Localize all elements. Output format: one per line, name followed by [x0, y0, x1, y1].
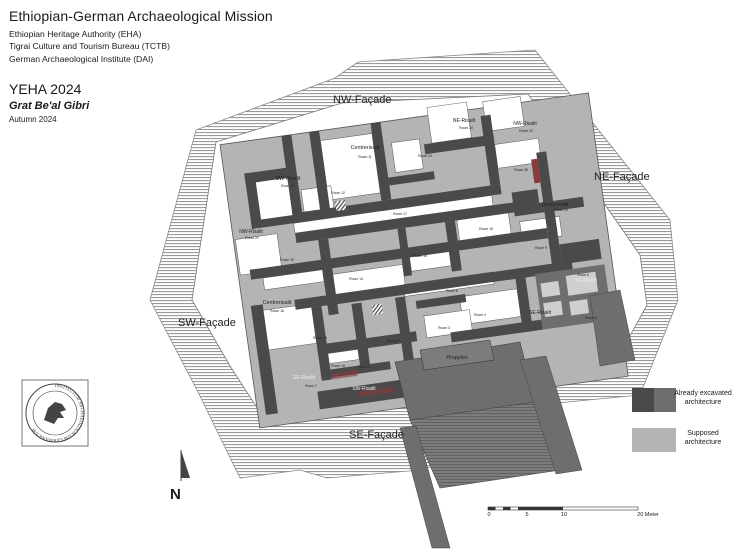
label-se-risalit-bottom: SE-Risalit — [293, 375, 315, 381]
label-room-24: Room 24 — [418, 154, 432, 158]
label-room-15: Room 15 — [479, 227, 493, 231]
label-centrerisalit-right: Centrerisalit — [541, 202, 569, 208]
institution-list: Ethiopian Heritage Authority (EHA) Tigra… — [9, 28, 273, 65]
label-room-2: Room 2 — [387, 339, 399, 343]
facade-se: SE-Façade — [349, 429, 405, 441]
label-room-5: Room 5 — [585, 316, 597, 320]
label-room-22: Room 22 — [519, 129, 533, 133]
room-fill-24 — [391, 138, 424, 173]
label-room-16: Room 16 — [413, 254, 427, 258]
scale-bar — [487, 506, 639, 511]
label-room-23: Room 23 — [281, 184, 295, 188]
label-room-19: Room 19 — [280, 258, 294, 262]
label-room-6: Room 6 — [577, 273, 589, 277]
propylon-inner — [419, 339, 495, 371]
mission-header: Ethiopian-German Archaeological Mission … — [9, 8, 273, 65]
label-room-20: Room 20 — [459, 126, 473, 130]
label-room-7: Room 7 — [305, 384, 317, 388]
side-wall-east — [519, 355, 583, 475]
institution-dai: German Archaeological Institute (DAI) — [9, 53, 154, 64]
north-arrow — [180, 450, 190, 481]
stairway-ramp — [399, 425, 451, 549]
label-room-10: Room 10 — [331, 364, 345, 368]
facade-nw: NW-Façade — [333, 94, 392, 106]
building — [219, 92, 629, 429]
label-sw-risalit-bottom: SW-Risalit — [352, 386, 376, 392]
label-room-4: Room 4 — [474, 313, 486, 317]
label-room-18: Room 18 — [270, 309, 284, 313]
label-nw-risalit-left: NW-Risalit — [239, 229, 263, 235]
legend-excavated: Already excavated architecture — [674, 390, 732, 406]
facade-ne: NE-Façade — [594, 171, 650, 183]
label-se-risalit-right: SE-Risalit — [575, 278, 597, 284]
institution-eha: Ethiopian Heritage Authority (EHA) — [9, 29, 142, 39]
label-centrerisalit-top: Centrerisalit — [350, 145, 380, 151]
label-ne-risalit: NE-Risalit — [452, 118, 476, 124]
north-arrow-shape — [181, 450, 190, 478]
label-room-21: Room 21 — [245, 236, 259, 240]
legend-swatch-excavated-mid — [654, 388, 676, 412]
label-se-risalit-mid: SE-Risalit — [529, 310, 551, 316]
mission-title: Ethiopian-German Archaeological Mission — [9, 8, 273, 24]
label-room-17: Room 17 — [393, 212, 407, 216]
label-centrerisalit-left: Centrerisalit — [262, 300, 292, 306]
stair-detail-3 — [531, 158, 541, 184]
griffin-icon — [44, 402, 66, 424]
season-label: Autumn 2024 — [9, 115, 57, 124]
dai-seal — [21, 379, 89, 447]
label-room-13: Room 13 — [313, 336, 327, 340]
scale-tick-0: 0 — [487, 512, 491, 518]
project-title: YEHA 2024 — [9, 81, 82, 97]
scale-tick-10: 10 — [560, 512, 568, 518]
institution-tctb: Tigrai Culture and Tourism Bureau (TCTB) — [9, 41, 170, 52]
project-block: YEHA 2024 Grat Be'al Gibri Autumn 2024 — [9, 81, 89, 124]
stair-detail-2 — [371, 303, 384, 316]
label-room-25: Room 25 — [554, 208, 568, 212]
north-label: N — [170, 486, 181, 503]
label-room-9: Room 9 — [535, 246, 547, 250]
label-room-1: Room 1 — [358, 365, 370, 369]
stair-detail-5 — [357, 386, 395, 397]
label-room-3: Room 3 — [438, 326, 450, 330]
scale-tick-20: 20 Meter — [637, 512, 659, 518]
legend-swatch-supposed — [632, 428, 676, 452]
room-fill-3 — [423, 309, 473, 339]
side-wall-ne — [589, 289, 636, 367]
stair-detail-4 — [330, 369, 358, 380]
label-room-14: Room 14 — [349, 277, 363, 281]
label-propylon: Propylon — [446, 355, 468, 361]
label-room-26: Room 26 — [514, 168, 528, 172]
legend-swatch-excavated-dark — [632, 388, 654, 412]
legend-supposed: Supposed architecture — [684, 430, 722, 446]
label-nw-risalit-top: NW-Risalit — [513, 121, 537, 127]
scale-tick-5: 5 — [525, 512, 529, 518]
excavated-walls — [244, 114, 602, 415]
label-room-8: Room 8 — [446, 289, 458, 293]
stair-detail-1 — [334, 199, 347, 212]
label-room-12: Room 12 — [331, 191, 345, 195]
label-sw-risalit: SW-Risalit — [275, 176, 301, 182]
label-room-11: Room 11 — [358, 155, 372, 159]
site-name: Grat Be'al Gibri — [9, 100, 90, 112]
facade-sw: SW-Façade — [178, 317, 236, 329]
